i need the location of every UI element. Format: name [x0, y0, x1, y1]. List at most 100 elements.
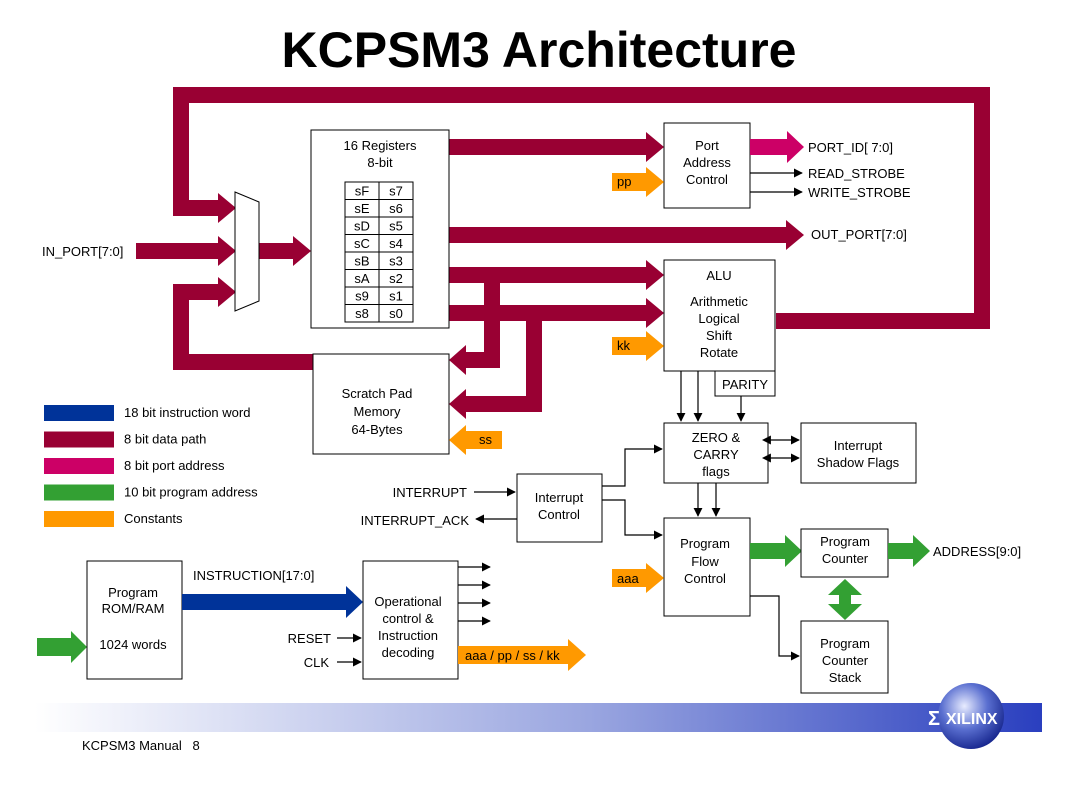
legend-swatch: [44, 458, 114, 474]
op-control-line1: Operational: [374, 594, 441, 609]
parity-block: [714, 370, 776, 397]
register-label: s8: [355, 306, 369, 321]
program-flow-control-block: [663, 517, 751, 617]
data-path-arrowheads: [218, 132, 804, 419]
footer-text: KCPSM3 Manual 8: [82, 738, 200, 753]
in-port-label-bg: [38, 241, 136, 261]
constants-output-arrow: [458, 639, 586, 671]
interrupt-label: INTERRUPT: [393, 485, 467, 500]
alu-block: [663, 259, 776, 372]
pp-label: pp: [617, 174, 631, 189]
alu-arithmetic: Arithmetic: [690, 294, 748, 309]
program-counter-block: [800, 528, 889, 578]
register-label: sD: [354, 219, 370, 234]
program-flow-line2: Flow: [691, 554, 719, 569]
register-label: s4: [389, 236, 403, 251]
interrupt-ack-label: INTERRUPT_ACK: [361, 513, 470, 528]
input-multiplexer: [234, 191, 260, 312]
write-strobe-label: WRITE_STROBE: [808, 185, 911, 200]
xilinx-logo-symbol: Σ: [928, 708, 940, 730]
registers-subtitle: 8-bit: [367, 155, 393, 170]
port-address-control-line2: Address: [683, 155, 731, 170]
interrupt-to-flow-wire: [602, 499, 663, 540]
program-flow-line3: Control: [684, 571, 726, 586]
legend-label: Constants: [124, 511, 183, 526]
interrupt-control-block: [516, 473, 603, 543]
pc-stack-line3: Stack: [829, 670, 862, 685]
interrupt-to-flags-wire: [602, 444, 663, 487]
op-control-line4: decoding: [382, 645, 435, 660]
register-label: sE: [354, 201, 370, 216]
alu-rotate: Rotate: [700, 345, 738, 360]
register-label: sA: [354, 271, 370, 286]
clk-label: CLK: [304, 655, 330, 670]
register-label: s5: [389, 219, 403, 234]
legend-swatch: [44, 405, 114, 421]
instruction-label: INSTRUCTION[17:0]: [193, 568, 314, 583]
alu-shift: Shift: [706, 328, 732, 343]
in-port-label: IN_PORT[7:0]: [42, 244, 123, 259]
instruction-bus-arrow: [182, 586, 363, 618]
aaa-constant-arrow: [612, 563, 664, 593]
xilinx-globe-logo: [938, 683, 1004, 749]
alu-title: ALU: [706, 268, 731, 283]
reset-label: RESET: [288, 631, 331, 646]
port-address-control-block: [663, 122, 751, 209]
flags-line2: CARRY: [693, 447, 739, 462]
interrupt-control-line2: Control: [538, 507, 580, 522]
registers-title: 16 Registers: [344, 138, 417, 153]
operational-control-block: [362, 560, 459, 680]
register-label: s1: [389, 289, 403, 304]
program-rom-line3: 1024 words: [99, 637, 167, 652]
program-rom-line1: Program: [108, 585, 158, 600]
scratch-pad-memory-block: [312, 353, 450, 455]
interrupt-shadow-flags-block: [800, 422, 917, 484]
kk-constant-arrow: [612, 331, 664, 361]
legend-swatch: [44, 431, 114, 448]
page-title: KCPSM3 Architecture: [282, 22, 797, 78]
legend-label: 8 bit port address: [124, 458, 225, 473]
register-label: sC: [354, 236, 370, 251]
register-label: s9: [355, 289, 369, 304]
data-path-wires: [136, 87, 990, 412]
alu-to-flags-wires: [676, 371, 746, 422]
out-port-label: OUT_PORT[7:0]: [811, 227, 907, 242]
parity-label: PARITY: [722, 377, 768, 392]
interrupt-control-line1: Interrupt: [535, 490, 584, 505]
flow-to-pc-arrow: [750, 535, 802, 567]
register-label: s2: [389, 271, 403, 286]
xilinx-logo-text: XILINX: [946, 711, 998, 728]
ss-label: ss: [479, 432, 493, 447]
pc-stack-line1: Program: [820, 636, 870, 651]
register-label: s6: [389, 201, 403, 216]
port-id-arrow: [750, 131, 804, 163]
scratch-pad-line3: 64-Bytes: [351, 422, 403, 437]
port-address-control-line3: Control: [686, 172, 728, 187]
rom-input-arrow: [37, 631, 87, 663]
constants-output-label: aaa / pp / ss / kk: [465, 648, 560, 663]
register-label: s0: [389, 306, 403, 321]
program-counter-line2: Counter: [822, 551, 869, 566]
register-label: sF: [355, 184, 370, 199]
pc-stack-line2: Counter: [822, 653, 869, 668]
aaa-label: aaa: [617, 571, 639, 586]
shadow-flags-line1: Interrupt: [834, 438, 883, 453]
footer-band: [35, 703, 1042, 732]
pc-stack-double-arrow: [828, 579, 862, 620]
legend-label: 18 bit instruction word: [124, 405, 250, 420]
legend-swatch: [44, 484, 114, 501]
program-rom-line2: ROM/RAM: [102, 601, 165, 616]
kk-label: kk: [617, 338, 631, 353]
pp-constant-arrow: [612, 167, 664, 197]
alu-logical: Logical: [698, 311, 739, 326]
port-address-control-line1: Port: [695, 138, 719, 153]
program-rom-ram-block: [86, 560, 183, 680]
program-flow-line1: Program: [680, 536, 730, 551]
read-strobe-label: READ_STROBE: [808, 166, 905, 181]
address-label: ADDRESS[9:0]: [933, 544, 1021, 559]
flow-to-stack-wire: [750, 595, 800, 661]
program-counter-stack-block: [800, 620, 889, 694]
